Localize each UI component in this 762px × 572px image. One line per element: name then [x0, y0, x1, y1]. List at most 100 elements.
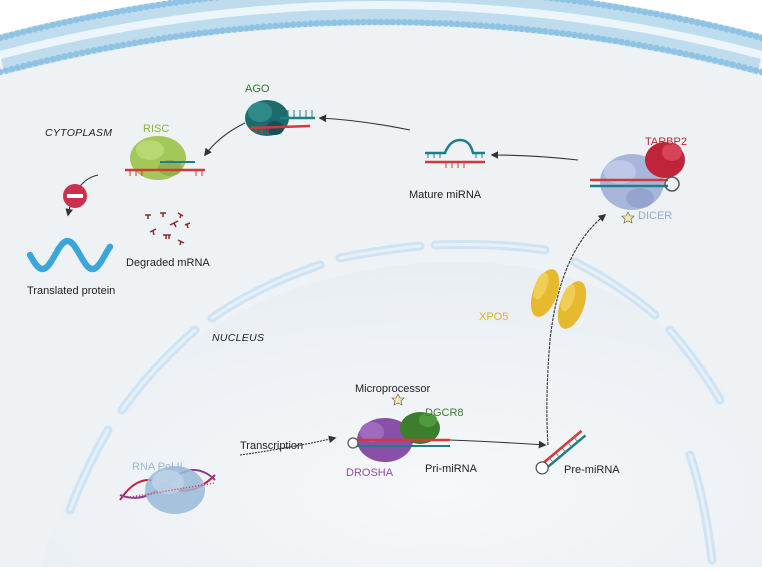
- lipid-head: [594, 0, 602, 8]
- lipid-head: [471, 21, 479, 29]
- amino-acid-bead: [106, 243, 114, 250]
- transcription-label: Transcription: [240, 440, 304, 452]
- lipid-head: [682, 50, 690, 58]
- lipid-head: [72, 16, 80, 24]
- lipid-head: [588, 0, 596, 7]
- lipid-head: [582, 33, 590, 40]
- lipid-head: [618, 38, 625, 46]
- lipid-head: [360, 18, 367, 26]
- ago-label: AGO: [245, 83, 270, 95]
- lipid-head: [659, 12, 666, 19]
- lipid-head: [705, 55, 713, 63]
- microprocessor-complex: [347, 393, 450, 462]
- lipid-head: [571, 31, 578, 39]
- lipid-head: [366, 18, 373, 26]
- translated-protein-label: Translated protein: [27, 285, 116, 297]
- lipid-head: [741, 30, 748, 37]
- lipid-head: [143, 37, 150, 45]
- lipid-head: [354, 18, 361, 26]
- lipid-head: [758, 34, 762, 42]
- lipid-head: [202, 0, 209, 2]
- lipid-head: [78, 49, 86, 57]
- lipid-head: [371, 18, 379, 26]
- lipid-head: [612, 37, 619, 45]
- lipid-head: [588, 34, 596, 41]
- xpo5-exportin: [530, 269, 587, 329]
- lipid-head: [494, 23, 502, 31]
- lipid-head: [670, 48, 678, 55]
- lipid-head: [635, 7, 643, 15]
- lipid-head: [747, 31, 754, 39]
- lipid-head: [723, 25, 731, 33]
- degraded-mrna-label: Degraded mRNA: [126, 257, 210, 269]
- lipid-head: [178, 0, 185, 5]
- lipid-head: [541, 28, 549, 35]
- lipid-head: [201, 29, 209, 36]
- lipid-head: [113, 8, 121, 16]
- lipid-head: [547, 28, 555, 36]
- lipid-head: [184, 0, 191, 5]
- lipid-head: [383, 18, 391, 26]
- risc-label: RISC: [143, 123, 170, 135]
- translated-protein-chain: [26, 237, 114, 273]
- lipid-head: [412, 19, 420, 26]
- lipid-head: [184, 31, 191, 39]
- lipid-head: [196, 30, 203, 37]
- lipid-head: [2, 67, 10, 74]
- lipid-head: [67, 17, 74, 25]
- lipid-head: [430, 19, 438, 27]
- lipid-head: [477, 22, 484, 29]
- lipid-head: [647, 43, 654, 51]
- lipid-head: [61, 53, 68, 60]
- lipid-head: [336, 19, 344, 26]
- lipid-head: [295, 21, 303, 28]
- lipid-head: [8, 31, 15, 39]
- lipid-head: [553, 0, 560, 2]
- lipid-head: [442, 20, 449, 27]
- lipid-head: [215, 0, 219, 1]
- lipid-head: [219, 27, 226, 34]
- lipid-head: [594, 34, 602, 42]
- lipid-head: [741, 64, 748, 71]
- lipid-head: [758, 68, 762, 76]
- lipid-head: [72, 50, 80, 58]
- arrow-dicer-to-mature: [490, 151, 579, 161]
- lipid-head: [465, 21, 473, 29]
- lipid-head: [248, 24, 256, 32]
- lipid-head: [606, 2, 613, 10]
- dicer-tarbp2-complex: [590, 142, 685, 224]
- lipid-head: [119, 7, 127, 15]
- arrow-export: [546, 214, 607, 446]
- lipid-head: [717, 58, 725, 66]
- lipid-head: [37, 58, 45, 66]
- lipid-head: [582, 0, 590, 6]
- lipid-head: [96, 46, 103, 53]
- lipid-head: [647, 9, 654, 17]
- lipid-head: [43, 23, 51, 30]
- lipid-head: [166, 0, 174, 7]
- lipid-head: [131, 5, 139, 13]
- lipid-head: [231, 26, 238, 33]
- lipid-head: [729, 27, 736, 34]
- dicer-label: DICER: [638, 210, 673, 222]
- lipid-head: [90, 13, 98, 20]
- lipid-head: [483, 22, 490, 30]
- lipid-head: [676, 49, 684, 57]
- lipid-head: [137, 38, 144, 46]
- lipid-head: [283, 21, 291, 29]
- lipid-head: [670, 14, 678, 21]
- lipid-head: [524, 26, 531, 33]
- lipid-head: [207, 28, 215, 36]
- lipid-head: [14, 64, 21, 71]
- lipid-head: [37, 24, 45, 32]
- degraded-mrna-fragments: [145, 212, 191, 246]
- lipid-head: [307, 20, 315, 28]
- lipid-head: [143, 3, 150, 11]
- lipid-head: [571, 0, 578, 5]
- lipid-head: [26, 27, 33, 34]
- lipid-head: [600, 1, 607, 9]
- lipid-head: [96, 12, 103, 19]
- lipid-head: [266, 23, 273, 30]
- lipid-head: [213, 28, 221, 35]
